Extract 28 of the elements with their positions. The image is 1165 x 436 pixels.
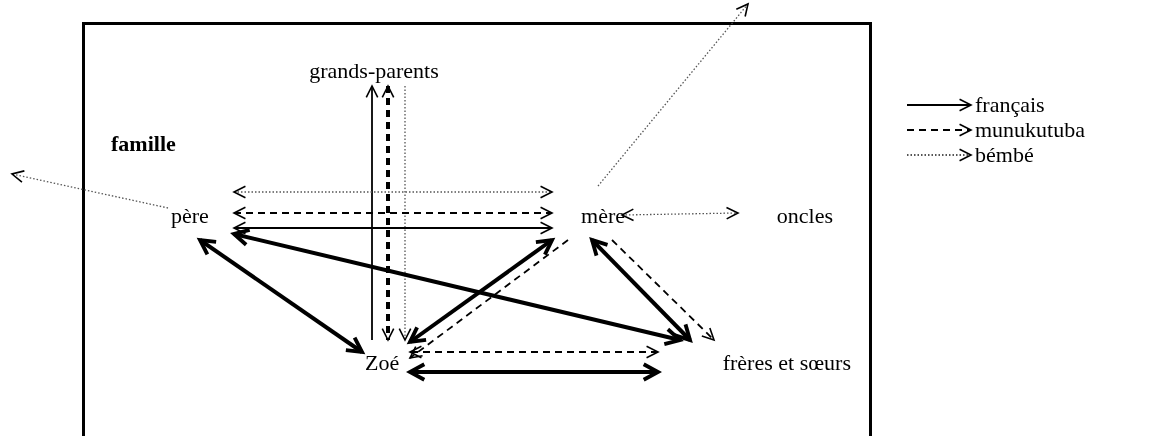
arrow xyxy=(381,85,395,341)
family-member-label: grands-parents xyxy=(299,53,449,89)
arrow xyxy=(398,85,412,341)
arrow xyxy=(409,239,569,359)
arrow xyxy=(590,238,692,342)
family-member-label: oncles xyxy=(741,198,833,234)
arrow xyxy=(232,227,682,347)
arrow xyxy=(11,170,169,209)
arrow xyxy=(611,239,715,341)
arrow xyxy=(408,362,660,382)
arrow xyxy=(365,85,379,341)
arrow xyxy=(233,206,553,220)
arrow xyxy=(408,238,554,344)
frame-box xyxy=(82,22,872,436)
arrow xyxy=(621,206,739,222)
arrow xyxy=(597,3,749,187)
family-member-label: frères et sœurs xyxy=(661,343,851,383)
arrow xyxy=(233,221,553,235)
group-heading: famille xyxy=(111,131,176,157)
legend-label: bémbé xyxy=(975,142,1034,167)
family-member-label: père xyxy=(171,189,237,243)
legend-label: munukutuba xyxy=(975,117,1085,142)
family-member-label: mère xyxy=(555,189,625,243)
legend-label: français xyxy=(975,92,1045,117)
arrow xyxy=(409,345,659,359)
arrow xyxy=(233,185,553,199)
arrow xyxy=(198,238,364,354)
family-member-label: Zoé xyxy=(365,343,413,383)
